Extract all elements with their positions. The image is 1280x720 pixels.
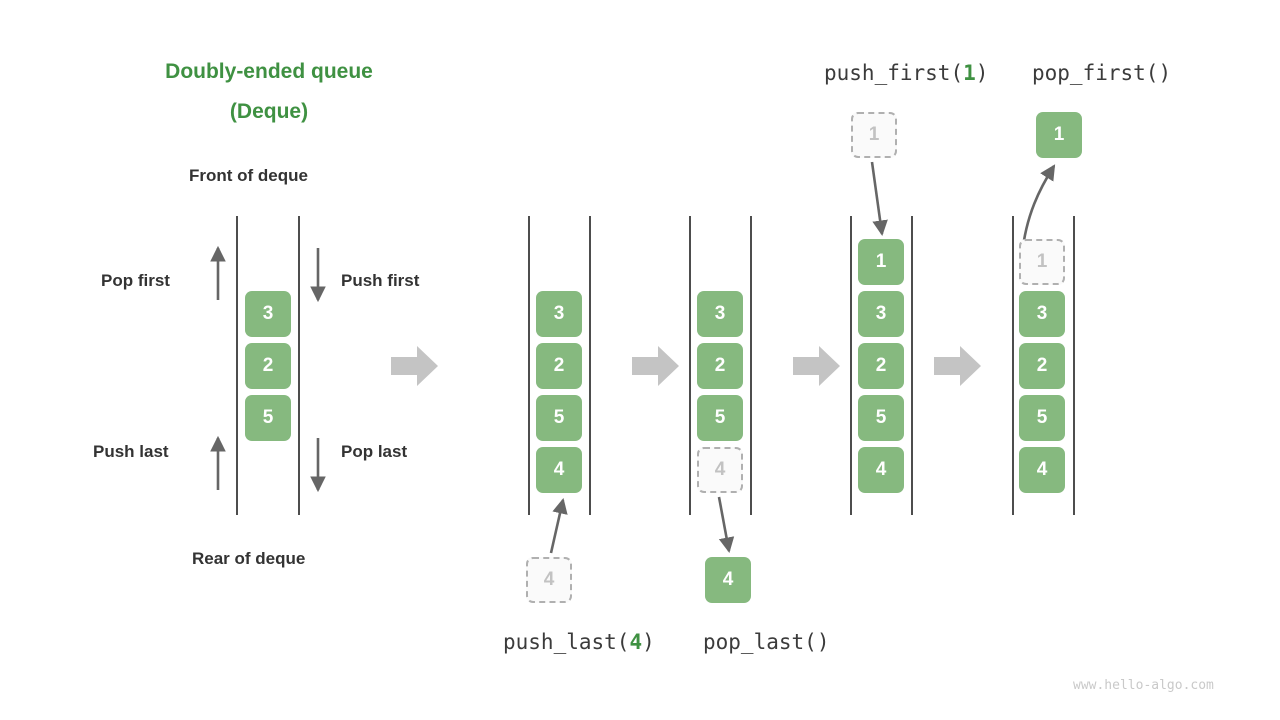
- op-push-last-caption: push_last(4): [503, 630, 655, 654]
- page-title-line1: Doubly-ended queue: [165, 60, 373, 83]
- deque-item: 2: [536, 343, 582, 389]
- op-push-first-name: push_first: [824, 61, 951, 85]
- deque-rail-right: [911, 216, 913, 515]
- op-push-first-arg: 1: [963, 61, 976, 85]
- op-push-last-name: push_last: [503, 630, 617, 654]
- legend-pop-first: Pop first: [101, 271, 170, 290]
- deque-rail-right: [1073, 216, 1075, 515]
- transition-arrow-icon: [793, 346, 840, 386]
- deque-item: 2: [245, 343, 291, 389]
- transition-arrow-icon: [391, 346, 438, 386]
- transition-arrow-icon: [632, 346, 679, 386]
- push-first-source-box: 1: [851, 112, 897, 158]
- deque-rail-left: [236, 216, 238, 515]
- op-pop-last-caption: pop_last(): [703, 630, 829, 654]
- op-pop-first-open: (: [1145, 61, 1159, 85]
- front-of-deque-label: Front of deque: [189, 166, 308, 185]
- deque-item: 5: [1019, 395, 1065, 441]
- deque-item: 3: [697, 291, 743, 337]
- op-pop-first-caption: pop_first(): [1032, 61, 1171, 85]
- deque-item: 3: [1019, 291, 1065, 337]
- deque-item: 5: [858, 395, 904, 441]
- op-push-last-close: ): [642, 630, 655, 654]
- push-last-source-box: 4: [526, 557, 572, 603]
- deque-item: 3: [245, 291, 291, 337]
- deque-item: 3: [536, 291, 582, 337]
- deque-item-ghost: 4: [697, 447, 743, 493]
- pop-first-result-box: 1: [1036, 112, 1082, 158]
- op-pop-first-close: ): [1158, 61, 1172, 85]
- deque-item: 5: [245, 395, 291, 441]
- deque-item: 3: [858, 291, 904, 337]
- op-pop-first-name: pop_first: [1032, 61, 1146, 85]
- legend-push-last: Push last: [93, 442, 169, 461]
- deque-item: 2: [858, 343, 904, 389]
- legend-pop-last: Pop last: [341, 442, 408, 461]
- page-title-line2: (Deque): [229, 100, 309, 123]
- deque-rail-right: [589, 216, 591, 515]
- pop-last-result-box: 4: [705, 557, 751, 603]
- deque-item-ghost: 1: [1019, 239, 1065, 285]
- legend-push-first: Push first: [341, 271, 420, 290]
- deque-rail-left: [528, 216, 530, 515]
- deque-item: 4: [1019, 447, 1065, 493]
- op-pop-last-name: pop_last: [703, 630, 805, 654]
- deque-rail-left: [689, 216, 691, 515]
- deque-rail-right: [750, 216, 752, 515]
- deque-rail-left: [850, 216, 852, 515]
- op-pop-last-close: ): [816, 630, 830, 654]
- watermark: www.hello-algo.com: [1073, 678, 1214, 693]
- deque-rail-right: [298, 216, 300, 515]
- deque-item: 1: [858, 239, 904, 285]
- deque-item: 4: [536, 447, 582, 493]
- op-push-first-caption: push_first(1): [824, 61, 988, 85]
- op-push-first-close: ): [975, 61, 989, 85]
- deque-item: 2: [1019, 343, 1065, 389]
- op-pop-last-open: (: [804, 630, 817, 654]
- op-push-last-open: (: [616, 630, 630, 654]
- op-push-last-arg: 4: [629, 630, 643, 654]
- deque-item: 5: [536, 395, 582, 441]
- transition-arrow-icon: [934, 346, 981, 386]
- op-push-first-open: (: [950, 61, 964, 85]
- deque-item: 2: [697, 343, 743, 389]
- deque-item: 4: [858, 447, 904, 493]
- rear-of-deque-label: Rear of deque: [192, 549, 306, 568]
- deque-rail-left: [1012, 216, 1014, 515]
- deque-item: 5: [697, 395, 743, 441]
